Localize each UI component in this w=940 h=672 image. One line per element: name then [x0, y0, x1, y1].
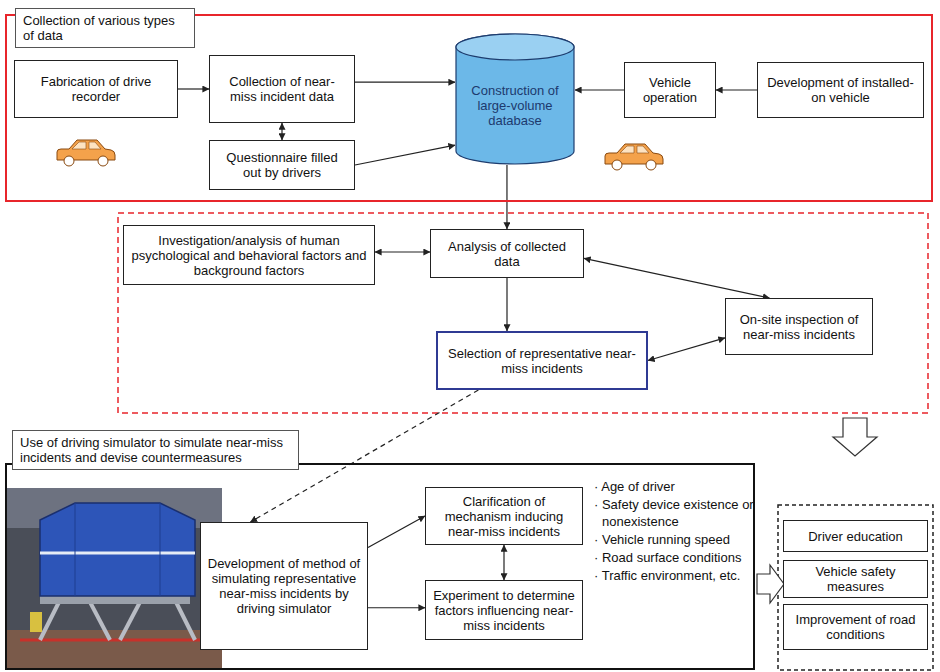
cylinder-body — [456, 34, 574, 164]
database-cylinder: Construction of large-volume database — [455, 33, 575, 165]
box-label: Vehicle operation — [631, 75, 709, 105]
box-label: On-site inspection of near-miss incident… — [732, 312, 866, 342]
box-label: Clarification of mechanism inducing near… — [432, 494, 576, 539]
process-box: Experiment to determine factors influenc… — [425, 580, 583, 640]
factor-item: · Traffic environment, etc. — [594, 567, 754, 584]
connector-arrow — [178, 88, 209, 89]
process-box: Questionnaire filled out by drivers — [209, 140, 355, 190]
factor-item: · Road surface conditions — [594, 549, 754, 566]
box-label: Experiment to determine factors influenc… — [432, 588, 576, 633]
data-collection-region: Collection of various types of dataFabri… — [5, 14, 933, 202]
countermeasure-box: Driver education — [783, 520, 928, 552]
countermeasure-box: Improvement of road conditions — [783, 604, 928, 650]
hollow-arrow-down — [833, 418, 877, 456]
connector-arrow — [355, 145, 455, 165]
box-label: Construction of large-volume database — [461, 83, 569, 128]
process-box: Selection of representative near-miss in… — [436, 331, 648, 390]
box-label: Questionnaire filled out by drivers — [216, 150, 348, 180]
process-box: Development of installed-on vehicle — [757, 62, 924, 118]
car-icon — [605, 144, 663, 170]
connector-arrow — [355, 82, 455, 83]
process-box: Development of method of simulating repr… — [200, 522, 368, 650]
box-label: Driver education — [808, 529, 903, 544]
factor-list: · Age of driver· Safety device existence… — [594, 478, 754, 585]
analysis-region — [118, 213, 928, 413]
connector-arrow — [584, 258, 769, 298]
connector-arrow — [375, 251, 430, 252]
connector-arrow — [648, 338, 725, 361]
factor-item: · Vehicle running speed — [594, 531, 754, 548]
box-label: Selection of representative near-miss in… — [444, 346, 640, 376]
process-box: On-site inspection of near-miss incident… — [725, 298, 873, 355]
process-box: Collection of near-miss incident data — [209, 55, 355, 123]
box-label: Analysis of collected data — [437, 239, 577, 269]
connector-arrow — [506, 278, 507, 331]
process-box: Fabrication of drive recorder — [14, 60, 178, 118]
box-label: Fabrication of drive recorder — [21, 74, 171, 104]
box-label: Collection of near-miss incident data — [216, 74, 348, 104]
connector-arrow — [503, 545, 504, 580]
box-label: Investigation/analysis of human psycholo… — [130, 233, 368, 278]
connector-arrow — [281, 123, 282, 140]
connector-arrow — [506, 165, 507, 229]
region-heading: Collection of various types of data — [15, 8, 195, 48]
box-label: Improvement of road conditions — [790, 612, 921, 642]
connector-arrow — [575, 89, 624, 90]
connector-arrow — [716, 89, 757, 90]
region-heading: Use of driving simulator to simulate nea… — [12, 430, 299, 470]
factor-item: · Age of driver — [594, 478, 754, 495]
process-box: Investigation/analysis of human psycholo… — [123, 225, 375, 285]
factor-item: · Safety device existence or nonexistenc… — [594, 496, 754, 530]
hollow-arrow-right — [757, 565, 784, 603]
box-label: Development of method of simulating repr… — [207, 556, 361, 616]
box-label: Vehicle safety measures — [790, 564, 921, 594]
process-box: Vehicle operation — [624, 62, 716, 118]
process-box: Analysis of collected data — [430, 229, 584, 278]
box-label: Development of installed-on vehicle — [764, 75, 917, 105]
countermeasure-region — [778, 505, 933, 670]
connector-arrow — [368, 516, 425, 548]
process-box: Clarification of mechanism inducing near… — [425, 487, 583, 545]
cylinder-top — [456, 34, 574, 60]
connector-arrow — [368, 607, 425, 608]
countermeasure-box: Vehicle safety measures — [783, 560, 928, 598]
driving-simulator-photo — [7, 488, 222, 668]
simulator-region: Use of driving simulator to simulate nea… — [5, 463, 755, 670]
car-icon — [57, 140, 115, 166]
